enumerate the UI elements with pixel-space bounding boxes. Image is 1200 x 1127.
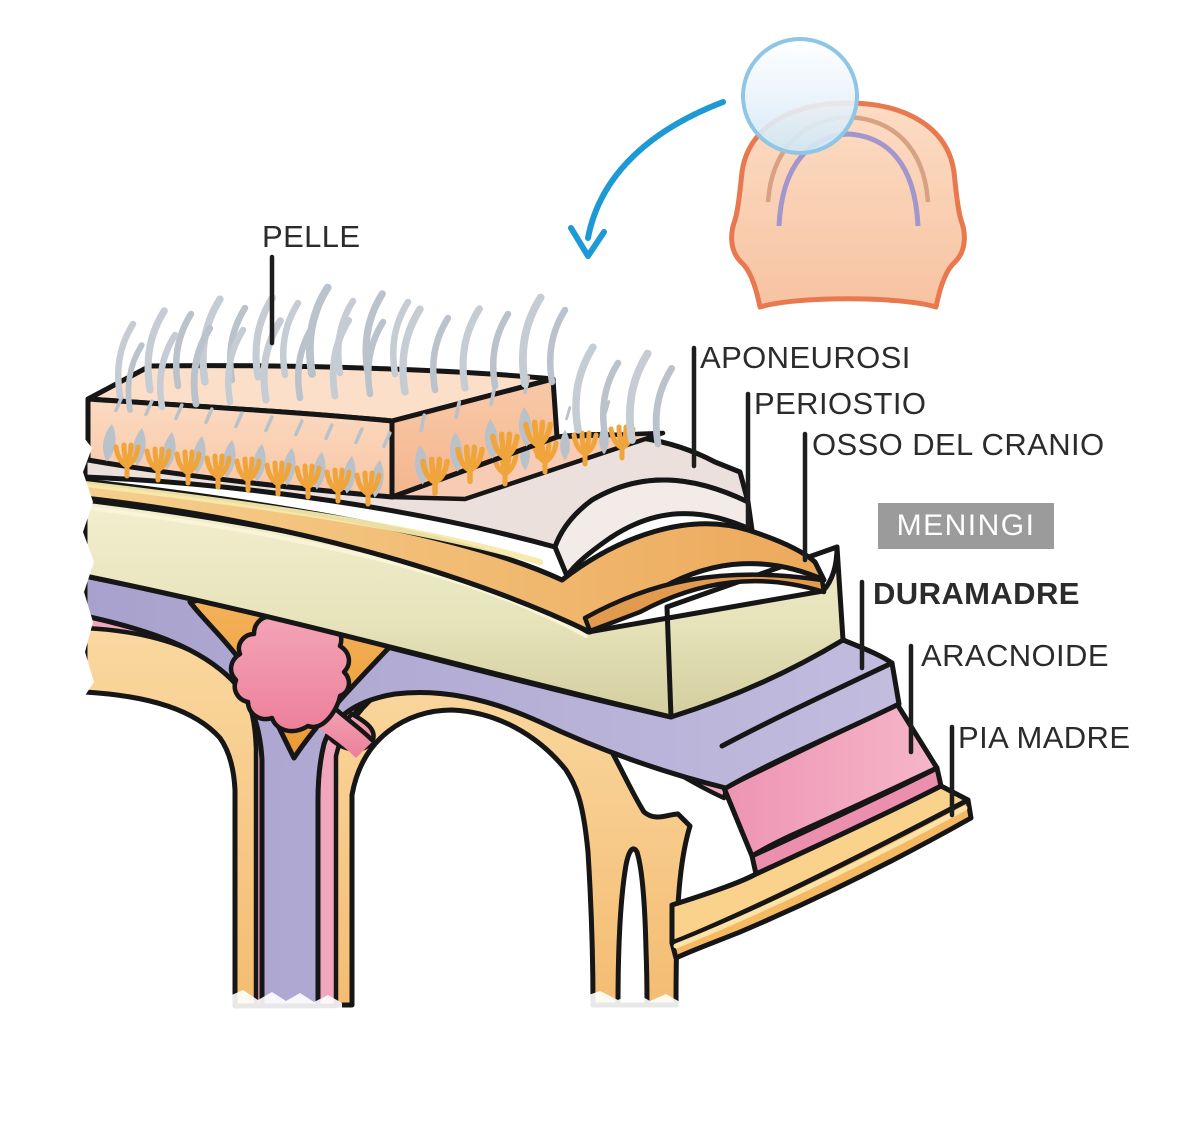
label-aponeurosi: APONEUROSI xyxy=(700,340,911,375)
head-inset xyxy=(568,37,967,310)
torn-edge xyxy=(60,430,680,1030)
label-duramadre: DURAMADRE xyxy=(873,576,1080,611)
periosteum-layer xyxy=(82,478,827,635)
label-periostio: PERIOSTIO xyxy=(754,386,927,421)
label-pia-madre: PIA MADRE xyxy=(958,720,1131,755)
zoom-arrow xyxy=(585,99,726,241)
label-osso-del-cranio: OSSO DEL CRANIO xyxy=(812,427,1105,462)
label-aracnoide: ARACNOIDE xyxy=(921,638,1109,673)
magnifier-circle xyxy=(741,37,859,155)
skull-bone-layer xyxy=(82,497,846,720)
label-pelle: PELLE xyxy=(262,219,361,254)
zoom-arrow-head xyxy=(568,225,607,259)
label-meningi-badge: MENINGI xyxy=(878,503,1054,549)
leader-lines xyxy=(269,254,955,818)
meninges-arc xyxy=(776,131,921,227)
arachnoid-granulation xyxy=(228,606,376,758)
